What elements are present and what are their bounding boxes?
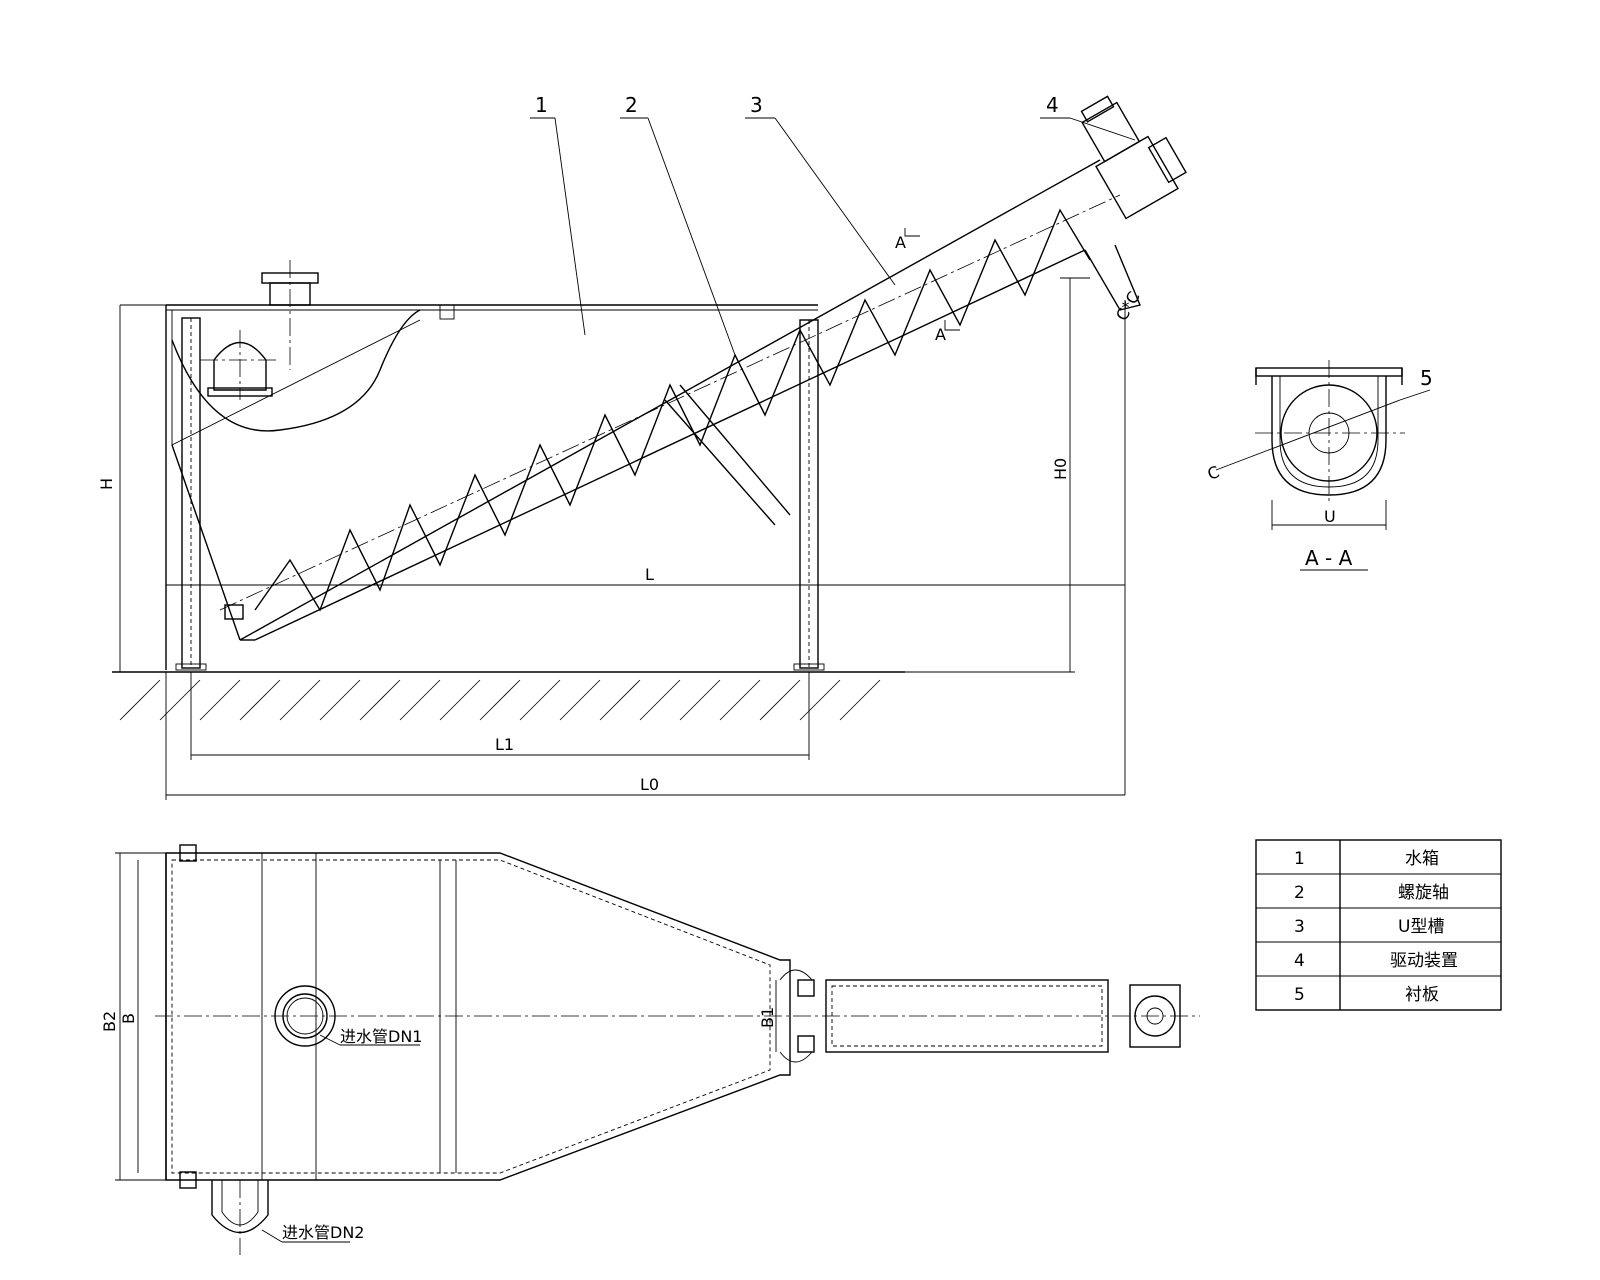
- dim-L-label: L: [645, 565, 654, 584]
- inlet-dn2-label: 进水管DN2: [282, 1223, 364, 1242]
- dim-B-label: B: [119, 1013, 138, 1024]
- table-row-2-name: 螺旋轴: [1398, 883, 1449, 903]
- dim-B2-label: B2: [100, 1011, 119, 1032]
- inlet-dn1-label: 进水管DN1: [340, 1027, 422, 1046]
- callout-3: 3: [750, 93, 763, 117]
- table-row-2-no: 2: [1294, 883, 1305, 903]
- section-marker-top: A: [895, 233, 906, 252]
- callout-5: 5: [1420, 366, 1433, 390]
- callout-2: 2: [625, 93, 638, 117]
- callout-4: 4: [1046, 93, 1059, 117]
- dim-L0-label: L0: [640, 775, 659, 794]
- table-row-3-no: 3: [1294, 917, 1305, 937]
- table-row-4-no: 4: [1294, 951, 1305, 971]
- section-liner-label: C: [1205, 462, 1222, 484]
- legs: [175, 317, 825, 671]
- top-nozzle: [261, 260, 319, 370]
- table-row-3-name: U型槽: [1398, 917, 1444, 937]
- dimension-lines: [119, 277, 1126, 800]
- dim-L1-label: L1: [495, 735, 514, 754]
- side-inlet-elevation: [200, 330, 280, 400]
- ground-hatch: [119, 679, 881, 721]
- section-view: [1215, 360, 1431, 530]
- parts-table: [1255, 839, 1502, 1011]
- section-marker-bottom: A: [935, 325, 946, 344]
- cut-label: C*C: [1112, 288, 1144, 324]
- table-row-1-name: 水箱: [1405, 849, 1439, 869]
- section-width-label: U: [1324, 507, 1336, 526]
- drive-unit: [1080, 95, 1187, 220]
- elevation-view: H H0 L L1 L0 A A C*C 1 2 3 4: [97, 93, 1187, 800]
- dim-H0-label: H0: [1051, 458, 1070, 480]
- dim-H-label: H: [97, 478, 116, 490]
- table-row-4-name: 驱动装置: [1390, 951, 1458, 971]
- section-title: A - A: [1305, 546, 1353, 570]
- callout-leaders: [530, 117, 1136, 356]
- plan-view: [115, 844, 1200, 1255]
- table-row-5-no: 5: [1294, 985, 1305, 1005]
- callout-1: 1: [535, 93, 548, 117]
- table-row-5-name: 衬板: [1405, 985, 1439, 1005]
- dim-B1-label: B1: [758, 1007, 777, 1028]
- table-row-1-no: 1: [1294, 849, 1305, 869]
